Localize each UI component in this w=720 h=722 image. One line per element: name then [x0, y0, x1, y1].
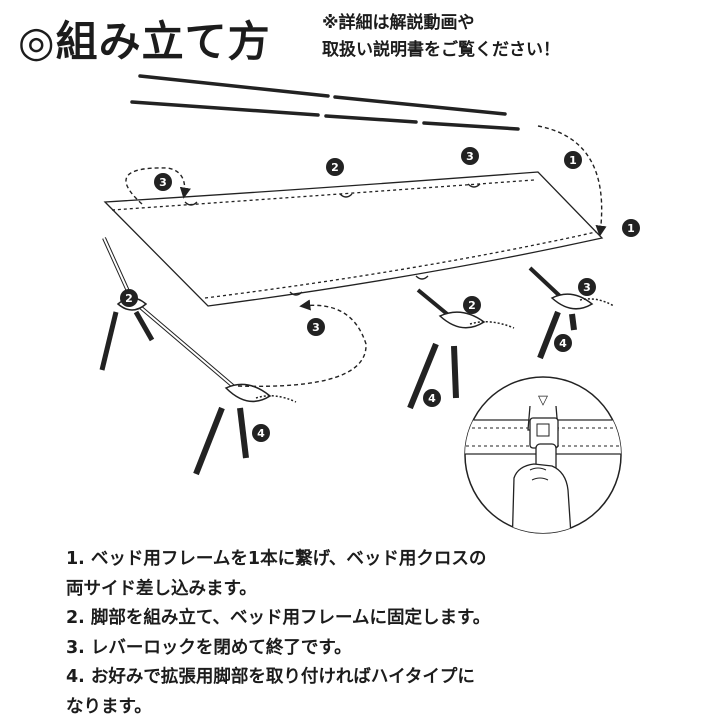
marker-3: 3: [307, 318, 325, 336]
svg-text:2: 2: [125, 292, 133, 305]
svg-text:4: 4: [559, 337, 567, 350]
marker-1: 1: [622, 219, 640, 237]
inset-arrow: ▽: [538, 393, 548, 408]
marker-4: 4: [554, 334, 572, 352]
step-line: なります。: [66, 693, 490, 722]
svg-text:3: 3: [583, 281, 591, 294]
svg-text:2: 2: [331, 161, 339, 174]
marker-1: 1: [564, 151, 582, 169]
frame-poles: [132, 76, 518, 129]
marker-3: 3: [154, 173, 172, 191]
marker-2: 2: [326, 158, 344, 176]
svg-text:3: 3: [312, 321, 320, 334]
marker-3: 3: [461, 147, 479, 165]
svg-text:2: 2: [468, 299, 476, 312]
step-line: 2. 脚部を組み立て、ベッド用フレームに固定します。: [66, 604, 490, 634]
svg-text:3: 3: [466, 150, 474, 163]
step-line: 1. ベッド用フレームを1本に繋げ、ベッド用クロスの: [66, 545, 490, 575]
svg-text:4: 4: [257, 427, 265, 440]
marker-3: 3: [578, 278, 596, 296]
svg-text:1: 1: [569, 154, 577, 167]
instructions: 1. ベッド用フレームを1本に繋げ、ベッド用クロスの 両サイド差し込みます。 2…: [66, 545, 490, 722]
marker-4: 4: [423, 389, 441, 407]
marker-2: 2: [120, 289, 138, 307]
marker-4: 4: [252, 424, 270, 442]
step-line: 4. お好みで拡張用脚部を取り付ければハイタイプに: [66, 663, 490, 693]
svg-text:4: 4: [428, 392, 436, 405]
leg-assembly-right: [530, 268, 614, 358]
marker-2: 2: [463, 296, 481, 314]
step-line: 3. レバーロックを閉めて終了です。: [66, 634, 490, 664]
bed-cloth: [105, 172, 602, 306]
step-line: 両サイド差し込みます。: [66, 575, 490, 605]
lever-lock-inset: ▽: [460, 377, 630, 550]
svg-text:1: 1: [627, 222, 635, 235]
svg-text:3: 3: [159, 176, 167, 189]
